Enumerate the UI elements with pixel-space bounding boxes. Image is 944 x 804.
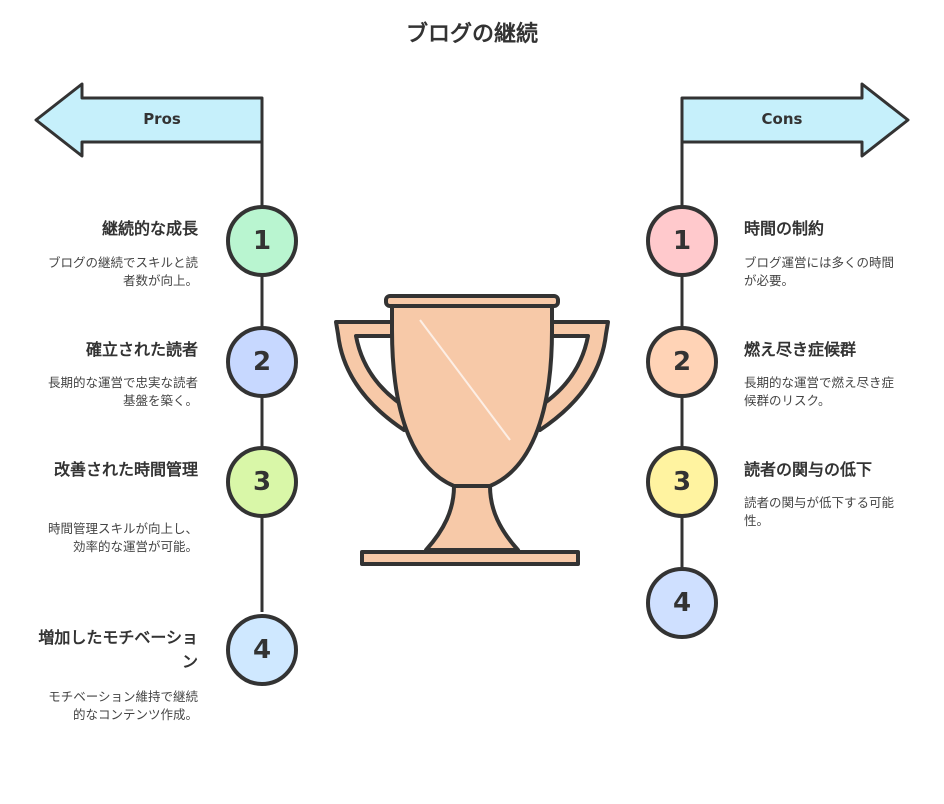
cons-banner-arrow	[680, 82, 910, 158]
cons-heading-3: 読者の関与の低下	[744, 460, 873, 479]
cons-number-2: 2	[672, 347, 692, 377]
pros-number-1: 1	[252, 226, 272, 256]
cons-heading-1: 時間の制約	[744, 219, 825, 238]
cons-description-1: ブログ運営には多くの時間が必要。	[744, 255, 895, 288]
pros-heading-2: 確立された読者	[85, 340, 198, 359]
pros-number-4: 4	[252, 635, 272, 665]
cons-number-3: 3	[672, 467, 692, 497]
pros-circle-1	[226, 205, 298, 277]
cons-circle-3	[646, 446, 718, 518]
pros-heading-4: 増加したモチベーション	[38, 628, 198, 671]
cons-heading-2: 燃え尽き症候群	[744, 340, 857, 359]
cons-circle-2	[646, 326, 718, 398]
page-title: ブログの継続	[405, 22, 538, 47]
pros-description-1: ブログの継続でスキルと読者数が向上。	[47, 255, 198, 288]
cons-description-3: 読者の関与が低下する可能性。	[744, 495, 895, 528]
pros-number-3: 3	[252, 467, 272, 497]
pros-heading-3: 改善された時間管理	[53, 460, 198, 479]
trophy-icon	[334, 294, 610, 566]
pros-label: Pros	[143, 110, 181, 128]
pros-circle-3	[226, 446, 298, 518]
pros-description-2: 長期的な運営で忠実な読者基盤を築く。	[47, 375, 198, 408]
cons-description-2: 長期的な運営で燃え尽き症候群のリスク。	[744, 375, 895, 408]
cons-number-1: 1	[672, 226, 692, 256]
pros-heading-1: 継続的な成長	[101, 219, 198, 238]
pros-number-2: 2	[252, 347, 272, 377]
cons-label: Cons	[761, 110, 803, 128]
pros-circle-4	[226, 614, 298, 686]
pros-banner-arrow	[34, 82, 264, 158]
cons-circle-4	[646, 567, 718, 639]
pros-circle-2	[226, 326, 298, 398]
pros-description-3: 時間管理スキルが向上し、効率的な運営が可能。	[47, 521, 198, 554]
pros-description-4: モチベーション維持で継続的なコンテンツ作成。	[48, 689, 198, 722]
cons-circle-1	[646, 205, 718, 277]
cons-number-4: 4	[672, 588, 692, 618]
